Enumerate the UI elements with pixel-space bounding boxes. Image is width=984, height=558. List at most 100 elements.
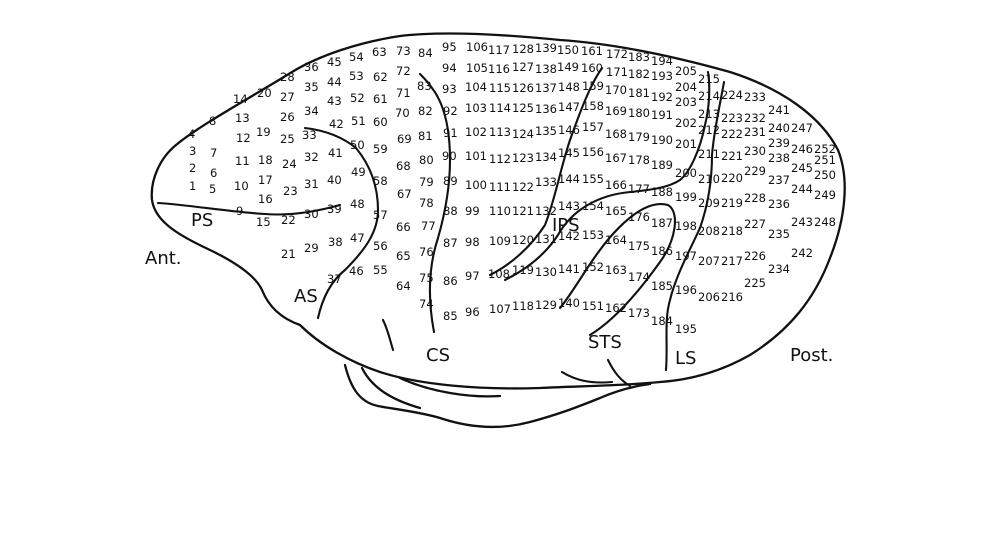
electrode-label-232: 232 [744,111,766,125]
label-arcuate-sulcus: AS [294,286,318,307]
electrode-label-81: 81 [418,129,433,143]
electrode-label-10: 10 [234,179,249,193]
electrode-label-103: 103 [465,101,487,115]
electrode-label-87: 87 [443,236,458,250]
electrode-label-229: 229 [744,164,766,178]
electrode-label-49: 49 [351,165,366,179]
electrode-label-24: 24 [282,157,297,171]
electrode-label-164: 164 [605,233,627,247]
electrode-label-157: 157 [582,120,604,134]
electrode-label-127: 127 [512,60,534,74]
electrode-label-106: 106 [466,40,488,54]
electrode-label-197: 197 [675,249,697,263]
electrode-label-250: 250 [814,168,836,182]
electrode-label-179: 179 [628,130,650,144]
electrode-label-7: 7 [210,146,217,160]
electrode-label-146: 146 [558,123,580,137]
electrode-label-150: 150 [557,43,579,57]
electrode-number-layer: 1234567891011121314151617181920212223242… [188,40,836,336]
electrode-label-194: 194 [651,54,673,68]
sulcus-stub-2 [560,370,614,384]
electrode-label-64: 64 [396,279,411,293]
electrode-label-227: 227 [744,217,766,231]
electrode-label-27: 27 [280,90,295,104]
electrode-label-116: 116 [488,62,510,76]
electrode-label-46: 46 [349,264,364,278]
electrode-label-207: 207 [698,254,720,268]
electrode-label-39: 39 [327,202,342,216]
electrode-label-99: 99 [465,204,480,218]
electrode-label-204: 204 [675,80,697,94]
electrode-label-141: 141 [558,262,580,276]
electrode-label-69: 69 [397,132,412,146]
electrode-label-128: 128 [512,42,534,56]
electrode-label-101: 101 [465,149,487,163]
electrode-label-129: 129 [535,298,557,312]
electrode-label-219: 219 [721,196,743,210]
superior-temporal-sulcus-line [503,70,711,282]
electrode-label-175: 175 [628,239,650,253]
electrode-label-67: 67 [397,187,412,201]
sulcus-stub-1 [381,318,395,352]
electrode-label-109: 109 [489,234,511,248]
electrode-label-58: 58 [373,174,388,188]
electrode-label-223: 223 [721,111,743,125]
electrode-label-111: 111 [489,180,511,194]
electrode-label-162: 162 [605,301,627,315]
electrode-label-50: 50 [350,138,365,152]
electrode-label-22: 22 [281,213,296,227]
electrode-label-167: 167 [605,151,627,165]
electrode-label-36: 36 [304,60,319,74]
electrode-label-26: 26 [280,110,295,124]
principal-sulcus-line [156,201,342,216]
electrode-label-94: 94 [442,61,457,75]
electrode-label-77: 77 [421,219,436,233]
electrode-label-41: 41 [328,146,343,160]
electrode-label-168: 168 [605,127,627,141]
electrode-label-52: 52 [350,91,365,105]
label-anterior: Ant. [145,248,182,269]
electrode-label-32: 32 [304,150,319,164]
electrode-label-190: 190 [651,133,673,147]
electrode-label-251: 251 [814,153,836,167]
electrode-label-221: 221 [721,149,743,163]
electrode-label-183: 183 [628,50,650,64]
electrode-label-135: 135 [535,124,557,138]
electrode-label-147: 147 [558,100,580,114]
electrode-label-139: 139 [535,41,557,55]
electrode-label-176: 176 [628,210,650,224]
electrode-label-212: 212 [698,123,720,137]
electrode-label-65: 65 [396,249,411,263]
electrode-label-33: 33 [302,128,317,142]
label-posterior: Post. [790,345,833,366]
electrode-label-76: 76 [419,245,434,259]
electrode-label-215: 215 [698,72,720,86]
electrode-label-233: 233 [744,90,766,104]
electrode-label-15: 15 [256,215,271,229]
label-lunate-sulcus: LS [675,348,696,369]
electrode-label-57: 57 [373,208,388,222]
electrode-label-142: 142 [558,229,580,243]
electrode-label-242: 242 [791,246,813,260]
arcuate-sulcus-line [303,126,380,320]
electrode-label-206: 206 [698,290,720,304]
electrode-label-17: 17 [258,173,273,187]
electrode-label-113: 113 [489,125,511,139]
electrode-label-182: 182 [628,67,650,81]
electrode-label-247: 247 [791,121,813,135]
electrode-label-40: 40 [327,173,342,187]
electrode-label-218: 218 [721,224,743,238]
electrode-label-244: 244 [791,182,813,196]
electrode-label-119: 119 [512,263,534,277]
electrode-label-145: 145 [558,146,580,160]
electrode-label-238: 238 [768,151,790,165]
electrode-label-62: 62 [373,70,388,84]
electrode-label-21: 21 [281,247,296,261]
label-intraparietal-sulcus: IPS [552,215,580,236]
electrode-label-79: 79 [419,175,434,189]
intraparietal-sulcus-line [488,66,604,277]
electrode-label-13: 13 [235,111,250,125]
electrode-label-170: 170 [605,83,627,97]
label-central-sulcus: CS [426,345,450,366]
